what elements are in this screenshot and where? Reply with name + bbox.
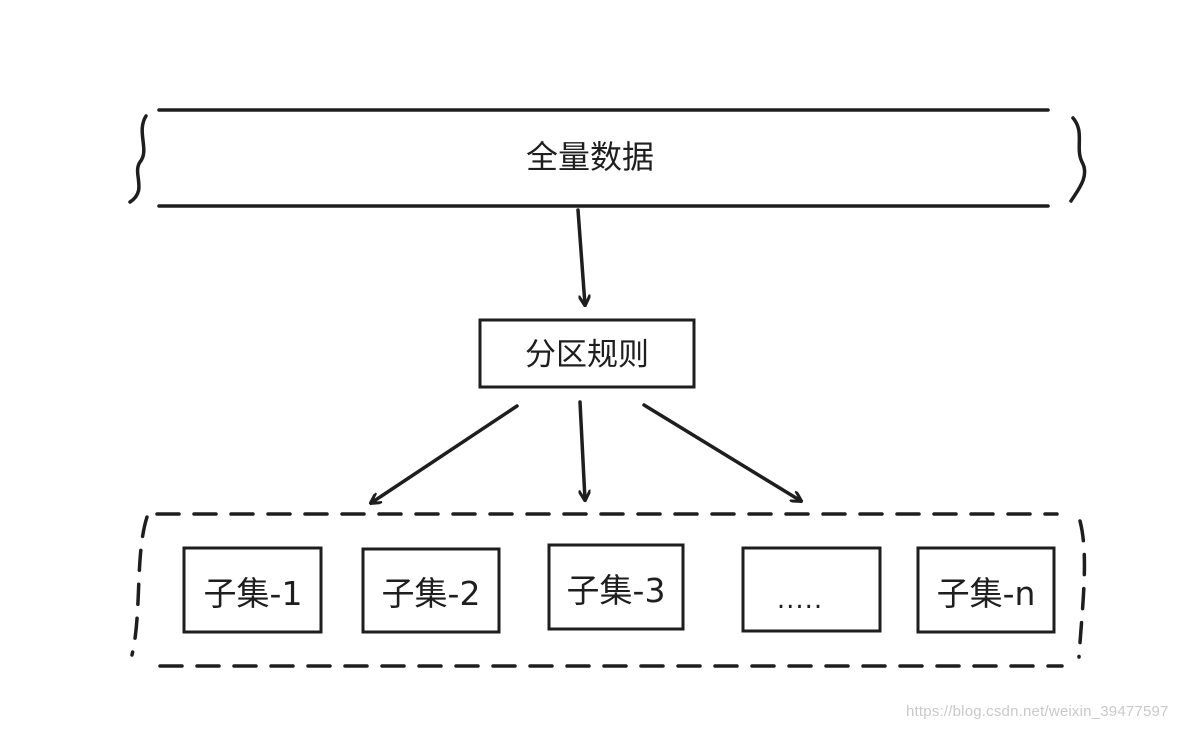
subset-item: 子集-3 <box>547 543 685 631</box>
subset-label: ..... <box>777 585 823 615</box>
subset-label: 子集-3 <box>567 571 666 610</box>
subset-label: 子集-n <box>937 574 1036 613</box>
partition-rule-box: 分区规则 <box>478 318 696 389</box>
rule-box-border <box>478 318 696 389</box>
subset-box <box>361 547 501 634</box>
container-right-dashed <box>1077 519 1087 659</box>
rule-label: 分区规则 <box>525 337 649 373</box>
full-data-band: 全量数据 <box>128 108 1087 208</box>
arrow-rule-to-right <box>642 403 801 501</box>
subset-box <box>916 546 1056 634</box>
band-left-brace <box>128 114 148 204</box>
subsets-container <box>130 512 1087 668</box>
container-left-dashed <box>130 515 149 657</box>
subset-item: ..... <box>741 546 882 633</box>
arrow-source-to-rule <box>576 208 585 305</box>
watermark-text: https://blog.csdn.net/weixin_39477597 <box>906 703 1169 720</box>
arrow-rule-to-left <box>371 404 519 503</box>
subset-item: 子集-2 <box>361 547 501 634</box>
subset-item: 子集-1 <box>182 546 323 634</box>
subset-box <box>182 546 323 634</box>
subset-box <box>547 543 685 631</box>
band-right-brace <box>1069 116 1087 203</box>
subset-item: 子集-n <box>916 546 1056 634</box>
subset-box <box>741 546 882 633</box>
subset-label: 子集-2 <box>382 574 481 613</box>
source-label: 全量数据 <box>526 138 654 176</box>
subset-label: 子集-1 <box>204 574 303 613</box>
arrow-rule-to-middle <box>578 400 585 500</box>
